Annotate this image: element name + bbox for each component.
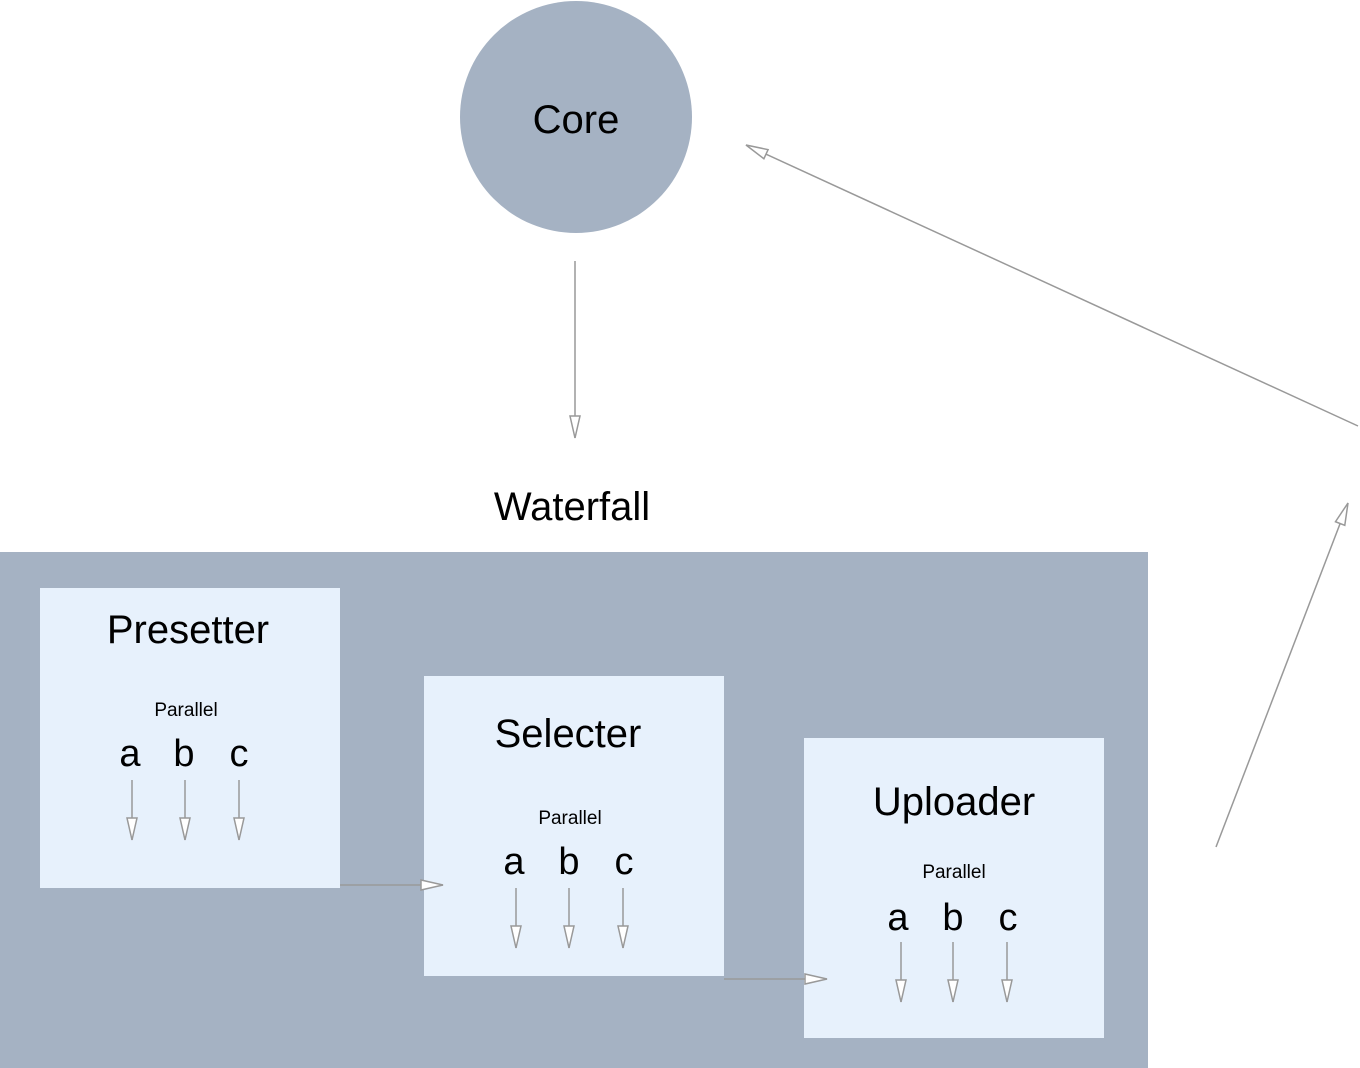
stage-title: Presetter: [106, 608, 270, 652]
parallel-label: Parallel: [538, 808, 602, 829]
task-c-label: c: [998, 897, 1018, 939]
waterfall-label: Waterfall: [493, 485, 651, 529]
core-node: Core: [460, 1, 692, 233]
stage-selecter: Selecter Parallel a b c: [424, 676, 724, 976]
stage-uploader: Uploader Parallel a b c: [804, 738, 1104, 1038]
arrow-up-right: [1215, 502, 1349, 848]
parallel-label: Parallel: [922, 862, 986, 883]
core-label: Core: [532, 98, 620, 142]
task-c-label: c: [229, 733, 249, 775]
task-a-label: a: [503, 841, 525, 883]
stage-presetter: Presetter Parallel a b c: [40, 588, 340, 888]
stage-title: Selecter: [494, 712, 642, 756]
stage-title: Uploader: [872, 780, 1036, 824]
task-a-label: a: [119, 733, 141, 775]
task-b-label: b: [173, 733, 195, 775]
task-c-label: c: [614, 841, 634, 883]
task-b-label: b: [558, 841, 580, 883]
task-b-label: b: [942, 897, 964, 939]
arrow-return-to-core: [745, 144, 1359, 427]
parallel-label: Parallel: [154, 700, 218, 721]
task-a-label: a: [887, 897, 909, 939]
